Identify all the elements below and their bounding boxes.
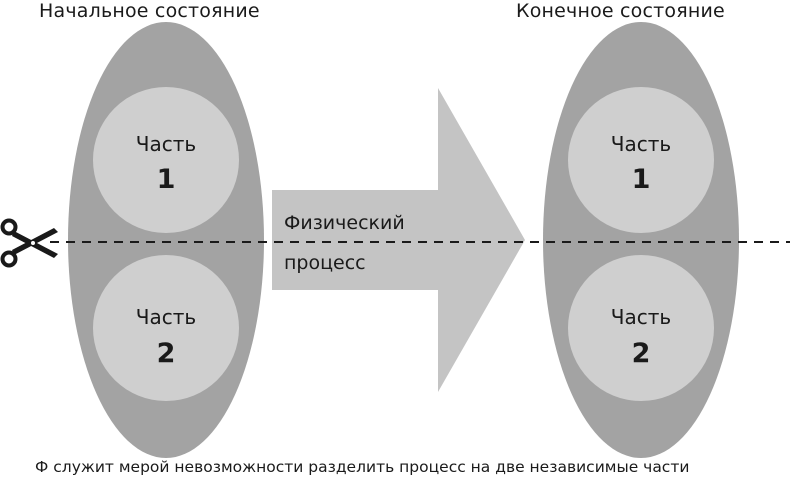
process-label-line-1: Физический [284, 212, 405, 234]
final-part-1-circle [568, 87, 714, 233]
process-arrow [272, 88, 525, 392]
initial-part-1-circle [93, 87, 239, 233]
final-part-2-circle [568, 255, 714, 401]
final-part-2-number: 2 [632, 338, 651, 369]
final-part-1-label: Часть [611, 132, 671, 156]
initial-part-1-label: Часть [136, 132, 196, 156]
initial-state-title: Начальное состояние [39, 0, 260, 22]
initial-part-1-number: 1 [157, 164, 176, 195]
initial-part-2-label: Часть [136, 305, 196, 329]
diagram-caption: Ф служит мерой невозможности разделить п… [35, 458, 690, 476]
scissors-icon [0, 218, 58, 268]
final-state-title: Конечное состояние [516, 0, 725, 22]
final-part-1-number: 1 [632, 164, 651, 195]
initial-part-2-number: 2 [157, 338, 176, 369]
final-part-2-label: Часть [611, 305, 671, 329]
initial-part-2-circle [93, 255, 239, 401]
process-label-line-2: процесс [284, 252, 366, 274]
